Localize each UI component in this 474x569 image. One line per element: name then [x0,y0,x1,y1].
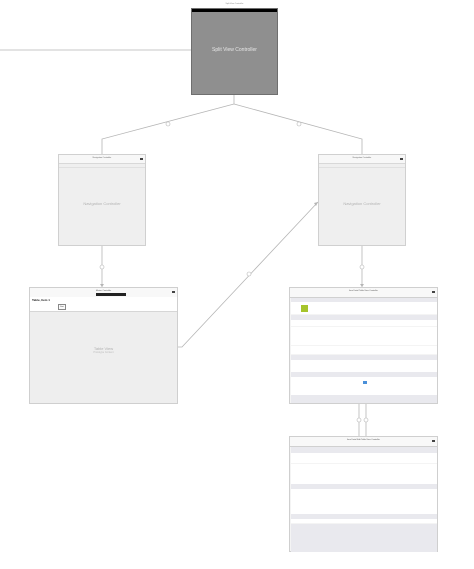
table-row[interactable] [291,360,437,372]
nav-right-scene-title: Navigation Controller [352,157,372,159]
navigation-controller-left[interactable]: Navigation Controller Navigation Control… [58,154,146,246]
split-view-controller-scene[interactable]: Split View Controller [191,8,278,95]
table-row[interactable] [291,464,437,484]
scene-header: Item Detail Edit Table View Controller [290,437,437,447]
table-row[interactable] [291,519,437,523]
nav-left-scene-title: Navigation Controller [92,157,112,159]
segue-icon [165,121,171,127]
section-header [291,514,437,519]
segue-split-to-right-nav [233,103,363,154]
item-detail-edit-scene[interactable]: Item Detail Edit Table View Controller [289,436,438,552]
split-scene-title: Split View Controller [225,3,244,5]
table-row[interactable] [291,327,437,345]
section-header [291,372,437,377]
segue-icon [99,264,105,270]
master-toolbar-title: Table, Item 1 [32,298,50,302]
detail1-scene-title: Item Detail Table View Controller [349,290,378,292]
segue-icon [363,417,369,423]
master-scene-title: Master Controller [95,290,112,292]
table-view-label: Table View [93,346,114,351]
navigation-controller-right[interactable]: Navigation Controller Navigation Control… [318,154,406,246]
section-header [291,355,437,360]
table-view-sublabel: Prototype Content [93,351,114,354]
split-view-label: Split View Controller [212,47,257,53]
nav-right-label: Navigation Controller [343,201,381,206]
scene-dock-icon [432,291,435,293]
toolbar-buttons[interactable] [96,293,126,296]
scene-dock-icon [432,440,435,442]
nav-left-label: Navigation Controller [83,201,121,206]
master-controller-scene[interactable]: Master Controller Table, Item 1 Sort Tab… [29,287,178,404]
segue-master-to-rightnav [178,201,319,348]
section-header [291,447,437,453]
map-pin-icon [363,381,367,384]
detail2-scene-title: Item Detail Edit Table View Controller [347,439,380,441]
segue-icon [359,264,365,270]
section-footer [291,395,437,403]
scene-header: Navigation Controller [59,155,145,164]
table-row[interactable] [291,320,437,326]
scene-dock-icon [400,158,403,160]
scene-dock-icon [172,291,175,293]
scene-header: Navigation Controller [319,155,405,164]
nav-bar [59,163,145,168]
section-footer [291,524,437,552]
segue-icon [296,121,302,127]
scene-header: Item Detail Table View Controller [290,288,437,298]
table-row[interactable] [291,377,437,395]
item-image-icon [301,305,308,312]
table-row[interactable] [291,489,437,514]
segue-icon [356,417,362,423]
segue-split-to-left-nav [101,103,235,154]
segue-icon [246,271,252,277]
section-header [291,298,437,302]
status-bar [192,9,277,12]
item-detail-scene[interactable]: Item Detail Table View Controller [289,287,438,404]
section-header [291,315,437,320]
table-row[interactable] [291,346,437,354]
nav-bar [319,163,405,168]
sort-segmented-control[interactable]: Sort [58,304,66,310]
section-header [291,484,437,489]
master-toolbar: Table, Item 1 Sort [30,297,177,312]
scene-dock-icon [140,158,143,160]
table-row[interactable] [291,453,437,463]
image-cell[interactable] [291,302,437,314]
